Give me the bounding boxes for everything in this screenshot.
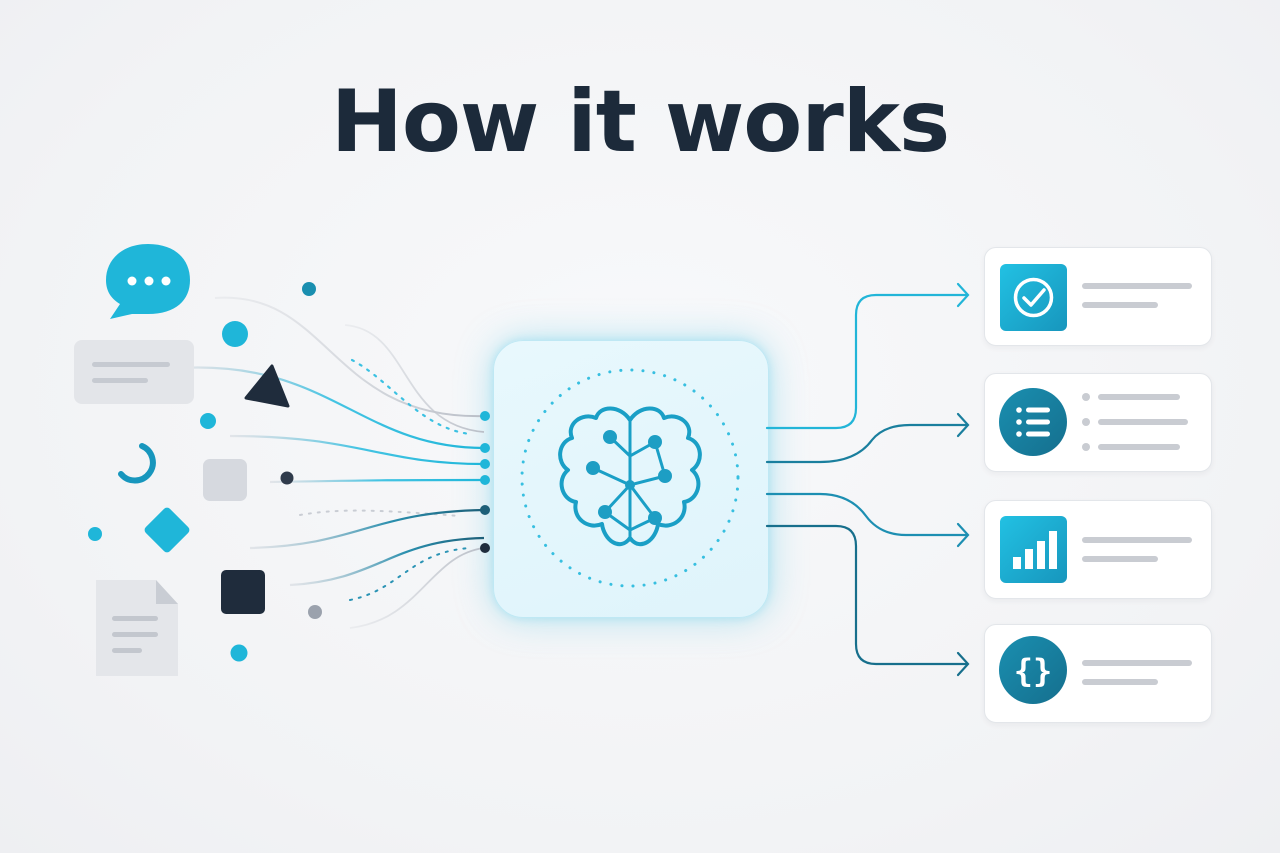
port-dot [480, 459, 490, 469]
output-card-2-content [999, 388, 1188, 456]
dot-icon [280, 471, 294, 485]
dot-icon [222, 321, 248, 347]
document-icon [96, 580, 178, 676]
input-shapes [74, 244, 322, 676]
flow-line [349, 547, 485, 629]
svg-text:{}: {} [1014, 652, 1053, 690]
port-dot [480, 411, 490, 421]
arrowhead [956, 282, 970, 308]
square-shape-icon [221, 570, 265, 614]
port-dot [480, 543, 490, 553]
flow-line [765, 423, 968, 464]
flow-line [289, 536, 485, 587]
flow-line [349, 547, 471, 601]
flow-line [765, 293, 968, 430]
triangle-shape-icon [244, 364, 290, 408]
square-shape-icon [203, 459, 247, 501]
flow-line [214, 296, 485, 418]
flow-line [344, 324, 485, 433]
dot-icon [200, 413, 216, 429]
arrowhead [956, 522, 970, 548]
message-card-icon [74, 340, 194, 404]
flow-line [179, 366, 485, 450]
output-card-3-content [1000, 516, 1192, 583]
output-card-1-content [1000, 264, 1192, 331]
output-flow-lines [765, 282, 970, 677]
port-dot [480, 475, 490, 485]
brain-network-icon [520, 368, 740, 588]
output-card-4-content: {} [999, 636, 1192, 704]
code-braces-icon [999, 636, 1067, 704]
diamond-shape-icon [144, 507, 190, 553]
flow-line [765, 492, 968, 537]
flow-line [249, 508, 485, 550]
port-dot [480, 505, 490, 515]
arrowhead [956, 412, 970, 438]
ring-shape-icon [118, 443, 156, 484]
flow-line [765, 524, 968, 666]
input-flow-lines [179, 296, 485, 629]
dot-icon [88, 527, 102, 541]
page-title: How it works [330, 72, 950, 172]
dot-icon [302, 282, 316, 296]
flow-line [269, 478, 485, 484]
flow-line [229, 434, 485, 466]
checkmark-icon [1000, 264, 1067, 331]
port-dot [480, 443, 490, 453]
chat-bubble-icon [106, 244, 190, 319]
dot-icon [230, 644, 248, 662]
hub-input-ports [480, 411, 490, 553]
dot-icon [308, 605, 322, 619]
arrowhead [956, 651, 970, 677]
